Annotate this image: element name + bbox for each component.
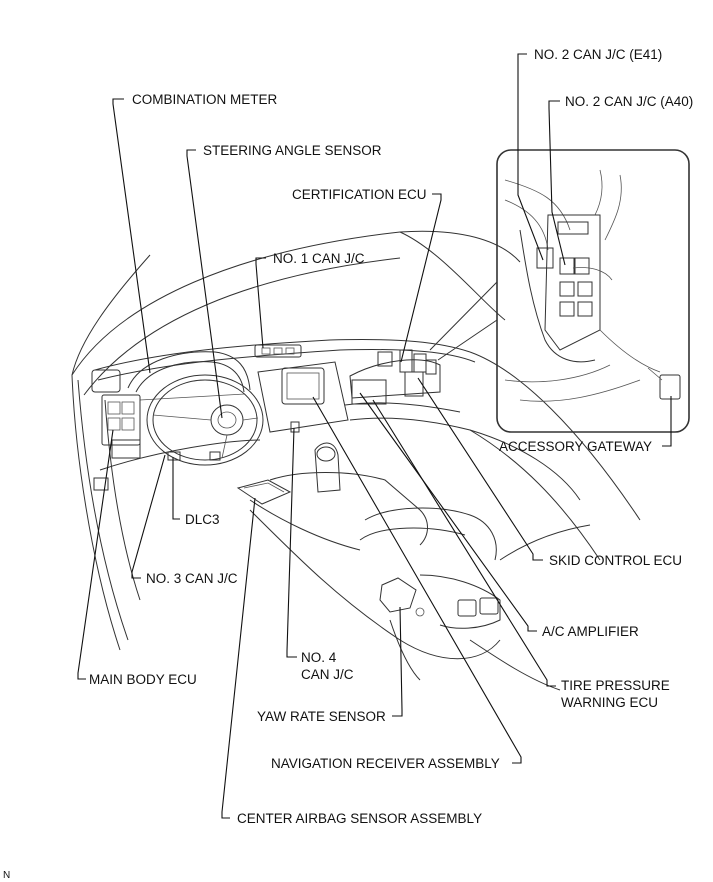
label-no2-can-jc-a40: NO. 2 CAN J/C (A40) bbox=[565, 94, 693, 109]
leader-lines bbox=[77, 53, 672, 819]
connector-inset-detail bbox=[429, 149, 690, 433]
label-no3-can-jc: NO. 3 CAN J/C bbox=[146, 571, 238, 586]
label-skid-control-ecu: SKID CONTROL ECU bbox=[549, 553, 682, 568]
label-yaw-rate-sensor: YAW RATE SENSOR bbox=[257, 709, 386, 724]
label-no4-can-jc-line1: NO. 4 bbox=[301, 650, 337, 665]
label-navigation-receiver-assembly: NAVIGATION RECEIVER ASSEMBLY bbox=[271, 756, 500, 771]
label-steering-angle-sensor: STEERING ANGLE SENSOR bbox=[203, 143, 382, 158]
label-dlc3: DLC3 bbox=[185, 512, 220, 527]
label-no4-can-jc-line2: CAN J/C bbox=[301, 667, 354, 682]
vehicle-interior-illustration bbox=[71, 230, 641, 691]
label-tire-pressure-line2: WARNING ECU bbox=[561, 695, 658, 710]
label-no1-can-jc: NO. 1 CAN J/C bbox=[273, 251, 365, 266]
label-main-body-ecu: MAIN BODY ECU bbox=[89, 672, 197, 687]
label-no2-can-jc-e41: NO. 2 CAN J/C (E41) bbox=[534, 47, 662, 62]
label-tire-pressure-line1: TIRE PRESSURE bbox=[561, 678, 670, 693]
label-combination-meter: COMBINATION METER bbox=[132, 92, 278, 107]
label-center-airbag-sensor-assembly: CENTER AIRBAG SENSOR ASSEMBLY bbox=[237, 811, 482, 826]
label-accessory-gateway: ACCESSORY GATEWAY bbox=[499, 439, 652, 454]
figure-code: N bbox=[3, 870, 10, 881]
label-ac-amplifier: A/C AMPLIFIER bbox=[542, 624, 639, 639]
label-certification-ecu: CERTIFICATION ECU bbox=[292, 187, 427, 202]
